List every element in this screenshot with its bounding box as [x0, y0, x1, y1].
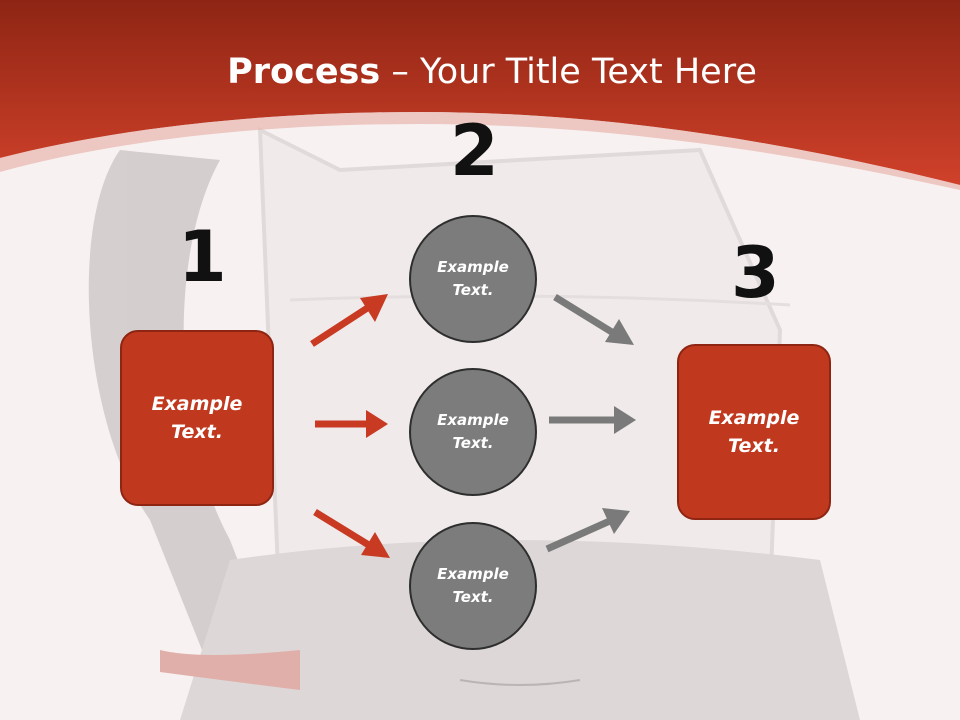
right-process-box[interactable]: Example Text.: [677, 344, 831, 520]
step-number-1: 1: [178, 216, 227, 298]
circle-top-text: Example Text.: [437, 257, 509, 299]
arrow-to-middle: [315, 410, 388, 438]
arrow-from-bottom: [545, 508, 630, 553]
circle-top[interactable]: Example Text.: [409, 215, 537, 343]
arrow-from-middle: [549, 406, 636, 434]
kettle-illustration: [88, 126, 860, 720]
title-bold: Process: [227, 52, 381, 92]
step-number-2: 2: [450, 110, 499, 192]
left-process-box[interactable]: Example Text.: [120, 330, 274, 506]
step-number-3: 3: [731, 232, 780, 314]
circle-middle-text: Example Text.: [437, 410, 509, 452]
arrow-from-top: [553, 294, 634, 345]
left-box-text: Example Text.: [151, 392, 243, 444]
circle-bottom[interactable]: Example Text.: [409, 522, 537, 650]
arrow-to-bottom: [313, 509, 390, 558]
title-rest: – Your Title Text Here: [380, 52, 757, 92]
circle-middle[interactable]: Example Text.: [409, 368, 537, 496]
circle-bottom-text: Example Text.: [437, 564, 509, 606]
arrow-to-top: [310, 294, 388, 347]
right-box-text: Example Text.: [708, 406, 800, 458]
slide-title: Process – Your Title Text Here: [0, 52, 960, 92]
